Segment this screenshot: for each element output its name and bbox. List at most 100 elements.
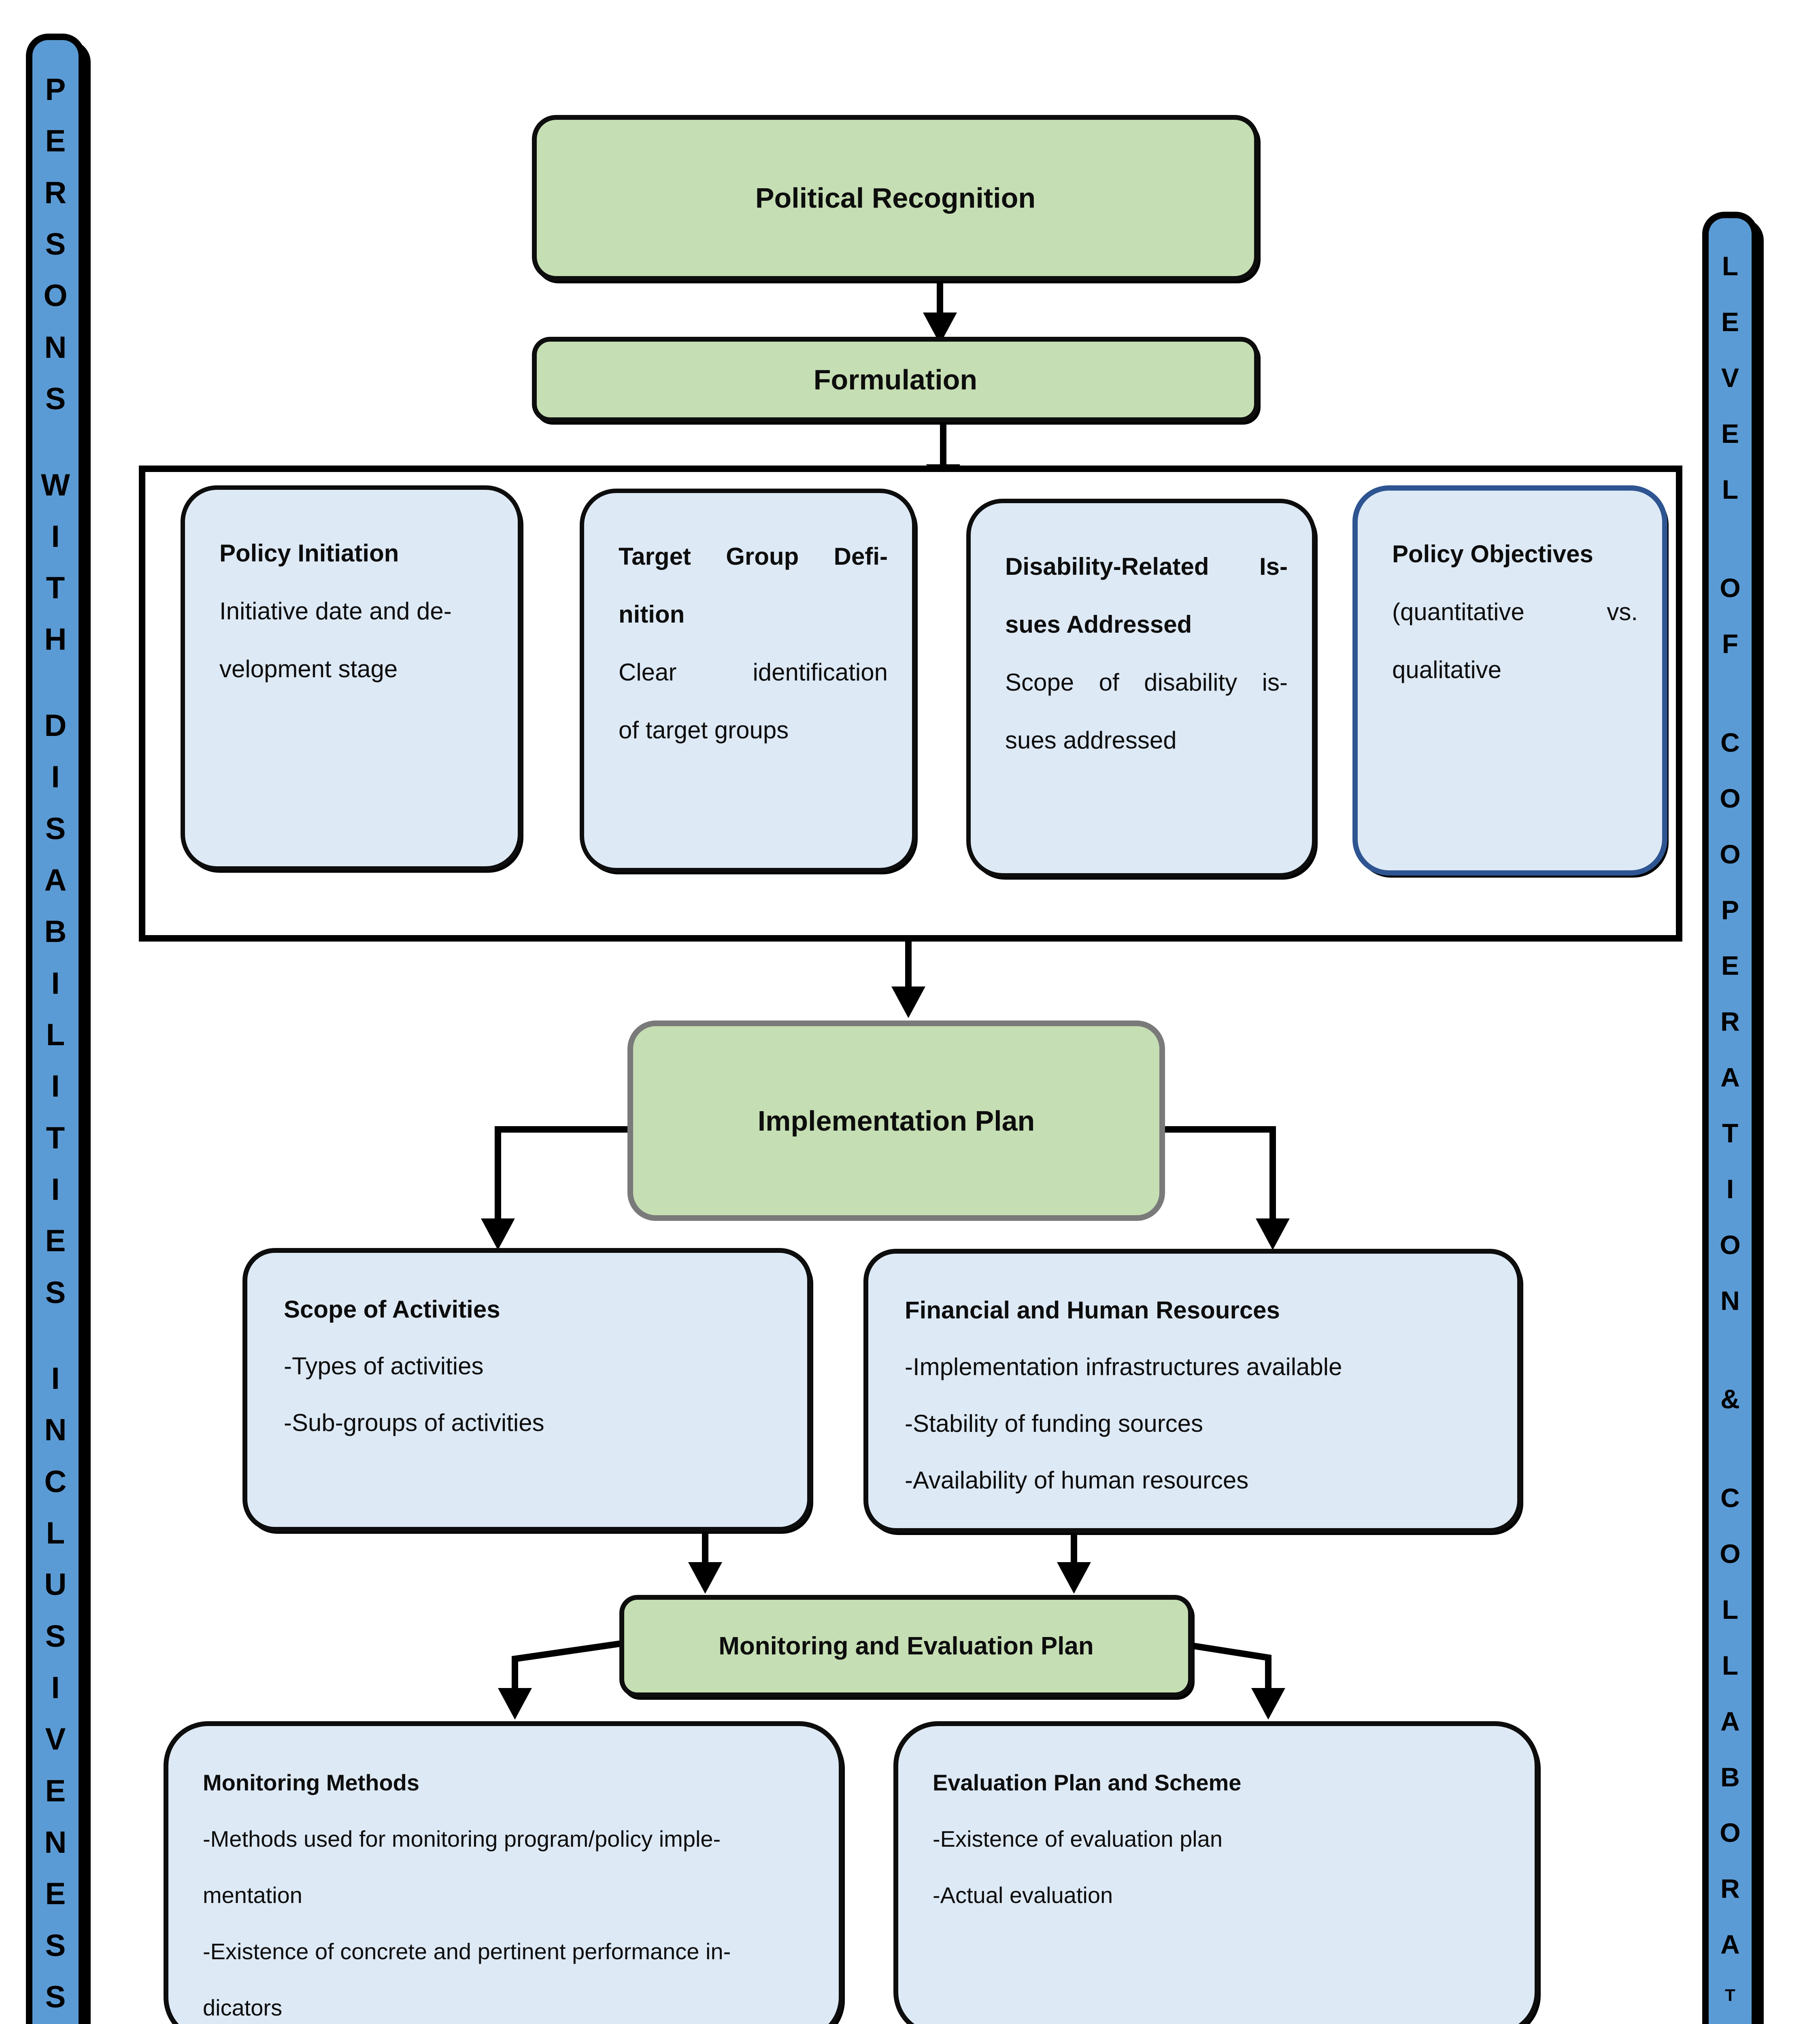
implementation-plan-label: Implementation Plan	[757, 1105, 1035, 1137]
formulation-box: Formulation	[532, 337, 1259, 422]
policy-objectives-box: Policy Objectives (quantitative vs. qual…	[1352, 485, 1667, 876]
arrow-container-to-implementation-head	[891, 986, 925, 1018]
bar-letter: E	[1721, 306, 1739, 337]
bar-letter: U	[44, 1567, 67, 1602]
monitoring-methods-body-line: -Existence of concrete and pertinent per…	[203, 1939, 731, 1964]
bar-letter: L	[46, 1516, 65, 1551]
bar-letter: V	[45, 1722, 66, 1757]
bar-letter: B	[1720, 1762, 1740, 1792]
bar-letter: I	[1726, 1174, 1734, 1204]
political-recognition-box: Political Recognition	[532, 115, 1259, 281]
bar-letter: L	[1722, 474, 1739, 504]
disability-issues-body-line: Scope of disability is-	[1005, 669, 1288, 696]
bar-letter: I	[51, 1671, 60, 1705]
financial-human-resources-box: Financial and Human Resources -Implement…	[863, 1249, 1522, 1533]
financial-title: Financial and Human Resources	[905, 1297, 1280, 1324]
bar-letter: O	[1720, 839, 1741, 869]
bar-letter: N	[1720, 1285, 1740, 1316]
bar-letter: T	[1722, 1118, 1739, 1148]
policy-initiation-body-line: velopment stage	[219, 655, 398, 682]
elbow-implementation-to-financial	[1164, 1126, 1276, 1220]
bar-letter: T	[1725, 1986, 1735, 2005]
financial-body-line: -Stability of funding sources	[905, 1410, 1203, 1437]
bar-letter: C	[44, 1464, 67, 1499]
monitoring-methods-box: Monitoring Methods -Methods used for mon…	[164, 1721, 844, 2024]
scope-body-line: -Types of activities	[284, 1352, 484, 1380]
evaluation-plan-body-line: -Actual evaluation	[933, 1882, 1113, 1908]
bar-letter: A	[44, 863, 67, 897]
elbow-implementation-to-scope	[495, 1126, 628, 1220]
target-group-title-line: nition	[619, 601, 685, 628]
financial-body-line: -Implementation infrastructures availabl…	[905, 1353, 1342, 1380]
scope-of-activities-box: Scope of Activities -Types of activities…	[242, 1248, 812, 1532]
bar-letter: V	[1721, 362, 1739, 393]
bar-letter: W	[41, 468, 70, 502]
bar-letter: I	[51, 1361, 60, 1396]
target-group-definition-box: Target Group Defi- nition Clear identifi…	[580, 489, 916, 872]
monitoring-methods-body-line: mentation	[203, 1882, 302, 1908]
disability-issues-box: Disability-Related Is- sues Addressed Sc…	[966, 499, 1316, 878]
bar-letter: L	[1722, 251, 1739, 281]
bar-letter: E	[45, 1224, 66, 1259]
bar-letter: P	[45, 72, 66, 107]
bar-letter: E	[45, 1773, 66, 1808]
policy-objectives-title: Policy Objectives	[1392, 540, 1593, 568]
bar-letter: O	[1720, 783, 1741, 813]
monitoring-methods-title: Monitoring Methods	[203, 1770, 420, 1795]
bar-letter: A	[1720, 1706, 1740, 1736]
evaluation-plan-scheme-box: Evaluation Plan and Scheme -Existence of…	[893, 1721, 1539, 2024]
bar-letter: E	[45, 124, 66, 159]
bar-letter: N	[44, 1825, 67, 1860]
monitoring-evaluation-plan-box: Monitoring and Evaluation Plan	[619, 1595, 1193, 1697]
political-recognition-label: Political Recognition	[755, 182, 1036, 214]
arrow-meplan-to-evaluation-head	[1251, 1688, 1285, 1720]
bar-letter: I	[51, 1069, 60, 1104]
scope-body-line: -Sub-groups of activities	[284, 1409, 544, 1436]
bar-letter: I	[51, 966, 60, 1001]
bar-letter: S	[45, 227, 66, 262]
policy-initiation-title: Policy Initiation	[219, 540, 399, 567]
bar-letter: O	[1720, 1818, 1741, 1848]
monitoring-methods-body-line: -Methods used for monitoring program/pol…	[203, 1826, 721, 1852]
bar-letter: R	[44, 175, 67, 210]
bar-letter: I	[51, 760, 60, 795]
elbow-meplan-to-monitoring	[512, 1640, 622, 1690]
bar-letter: O	[1720, 1229, 1741, 1260]
bar-letter: F	[1722, 629, 1739, 659]
bar-letter: S	[45, 1928, 66, 1963]
financial-body-line: -Availability of human resources	[905, 1467, 1249, 1494]
bar-letter: S	[45, 1619, 66, 1654]
arrow-implementation-to-scope-head	[481, 1218, 515, 1250]
policy-initiation-body-line: Initiative date and de-	[219, 597, 452, 625]
target-group-body-line: Clear identification	[619, 659, 888, 686]
bar-letter: E	[1721, 418, 1739, 449]
bar-letter: C	[1720, 727, 1740, 757]
bar-letter: O	[43, 279, 68, 313]
arrow-financial-to-meplan-head	[1057, 1562, 1091, 1594]
bar-letter: L	[46, 1017, 65, 1052]
formulation-label: Formulation	[813, 364, 978, 395]
disability-issues-body-line: sues addressed	[1005, 727, 1177, 754]
disability-issues-title-line: sues Addressed	[1005, 611, 1192, 638]
bar-letter: T	[46, 571, 65, 606]
bar-letter: B	[44, 914, 67, 949]
bar-letter: R	[1720, 1873, 1740, 1904]
bar-letter: R	[1720, 1006, 1740, 1037]
bar-letter: A	[1720, 1062, 1740, 1093]
bar-letter: O	[1720, 1539, 1741, 1569]
disability-issues-title-line: Disability-Related Is-	[1005, 553, 1288, 580]
bar-letter: N	[44, 330, 67, 365]
bar-letter: S	[45, 1275, 66, 1310]
bar-letter: O	[1720, 573, 1741, 603]
bar-letter: T	[46, 1120, 65, 1155]
arrow-meplan-to-monitoring-head	[498, 1688, 532, 1720]
arrow-implementation-to-financial-head	[1256, 1218, 1290, 1250]
bar-letter: H	[44, 622, 67, 657]
bar-letter: L	[1722, 1594, 1739, 1624]
arrow-scope-to-meplan-head	[688, 1562, 722, 1594]
bar-letter: I	[51, 1172, 60, 1207]
